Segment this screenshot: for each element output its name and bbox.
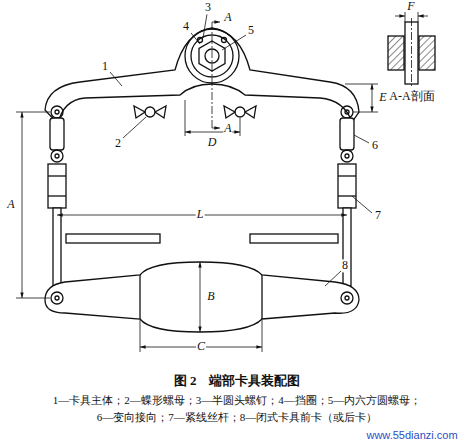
section-mark: A	[223, 11, 232, 24]
callout-number: 3	[204, 1, 212, 14]
dimension-label: B	[206, 290, 215, 303]
parts-list: 6—变向接向；7—紧线丝杆；8—闭式卡具前卡（或后卡）	[96, 411, 379, 423]
dimension-label: A	[6, 198, 15, 211]
dimension-label: D	[207, 136, 218, 149]
section-mark: A	[223, 122, 232, 135]
callout-number: 5	[247, 24, 255, 37]
dimension-label: C	[196, 340, 206, 353]
callout-number: 1	[101, 60, 109, 73]
dimension-label: L	[196, 208, 205, 221]
callout-number: 7	[374, 209, 382, 222]
parts-list: 1—卡具主体；2—蝶形螺母；3—半圆头螺钉；4—挡圈；5—内六方圆螺母；	[52, 394, 423, 406]
dimension-label: F	[406, 0, 415, 13]
callout-number: 4	[182, 20, 190, 33]
figure-caption: 图 2 端部卡具装配图	[173, 374, 302, 388]
watermark: www.55dianzi.com	[365, 429, 458, 441]
dimension-label: E	[378, 91, 387, 104]
section-title: A-A剖面	[388, 90, 435, 103]
callout-number: 8	[341, 259, 349, 272]
callout-number: 6	[371, 139, 379, 152]
callout-number: 2	[114, 137, 122, 150]
